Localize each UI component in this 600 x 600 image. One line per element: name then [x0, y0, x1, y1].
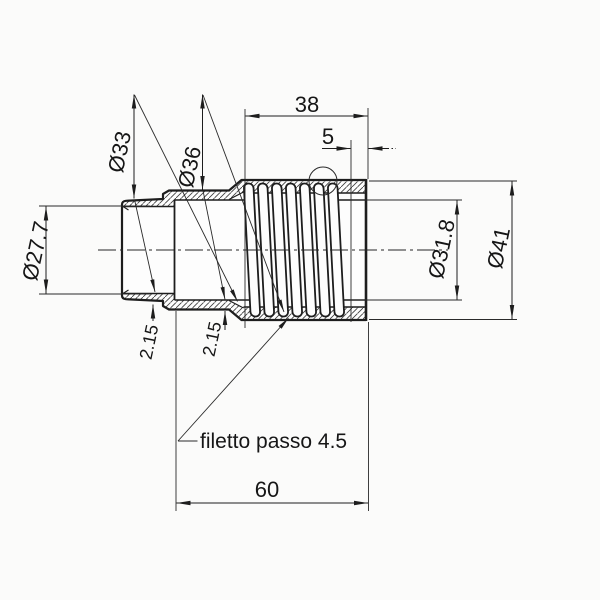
dim-end-band-length: 5 — [322, 124, 396, 151]
thread-note-label: filetto passo 4.5 — [200, 430, 347, 453]
dim-label-bore: Ø31.8 — [423, 217, 460, 281]
dim-label-tail-outer: Ø33 — [103, 129, 136, 175]
dim-label-overall-length: 60 — [255, 477, 279, 502]
dim-label-thread-outer: Ø41 — [482, 225, 515, 271]
dim-label-threaded-length: 38 — [295, 92, 319, 117]
thread-note: filetto passo 4.5 — [177, 317, 347, 453]
dim-label-wall-tail: 2.15 — [136, 323, 163, 361]
dim-thread-outer-diameter: Ø41 — [482, 181, 515, 319]
dim-tail-inner-diameter: Ø27.7 — [17, 206, 54, 294]
dim-label-wall-middle: 2.15 — [199, 320, 226, 358]
part-section-view — [120, 166, 368, 322]
extension-lines — [39, 108, 517, 511]
dim-label-end-band: 5 — [322, 124, 334, 149]
dim-overall-length: 60 — [176, 477, 368, 506]
dim-label-tail-inner: Ø27.7 — [17, 219, 54, 283]
dim-bore-diameter: Ø31.8 — [423, 200, 460, 300]
dim-label-middle-outer: Ø36 — [173, 144, 206, 190]
thread-detail-circle — [308, 166, 338, 196]
dim-wall-thickness-tail: 2.15 — [136, 304, 163, 361]
dim-threaded-length: 38 — [245, 92, 368, 119]
dim-wall-thickness-middle: 2.15 — [199, 311, 228, 358]
